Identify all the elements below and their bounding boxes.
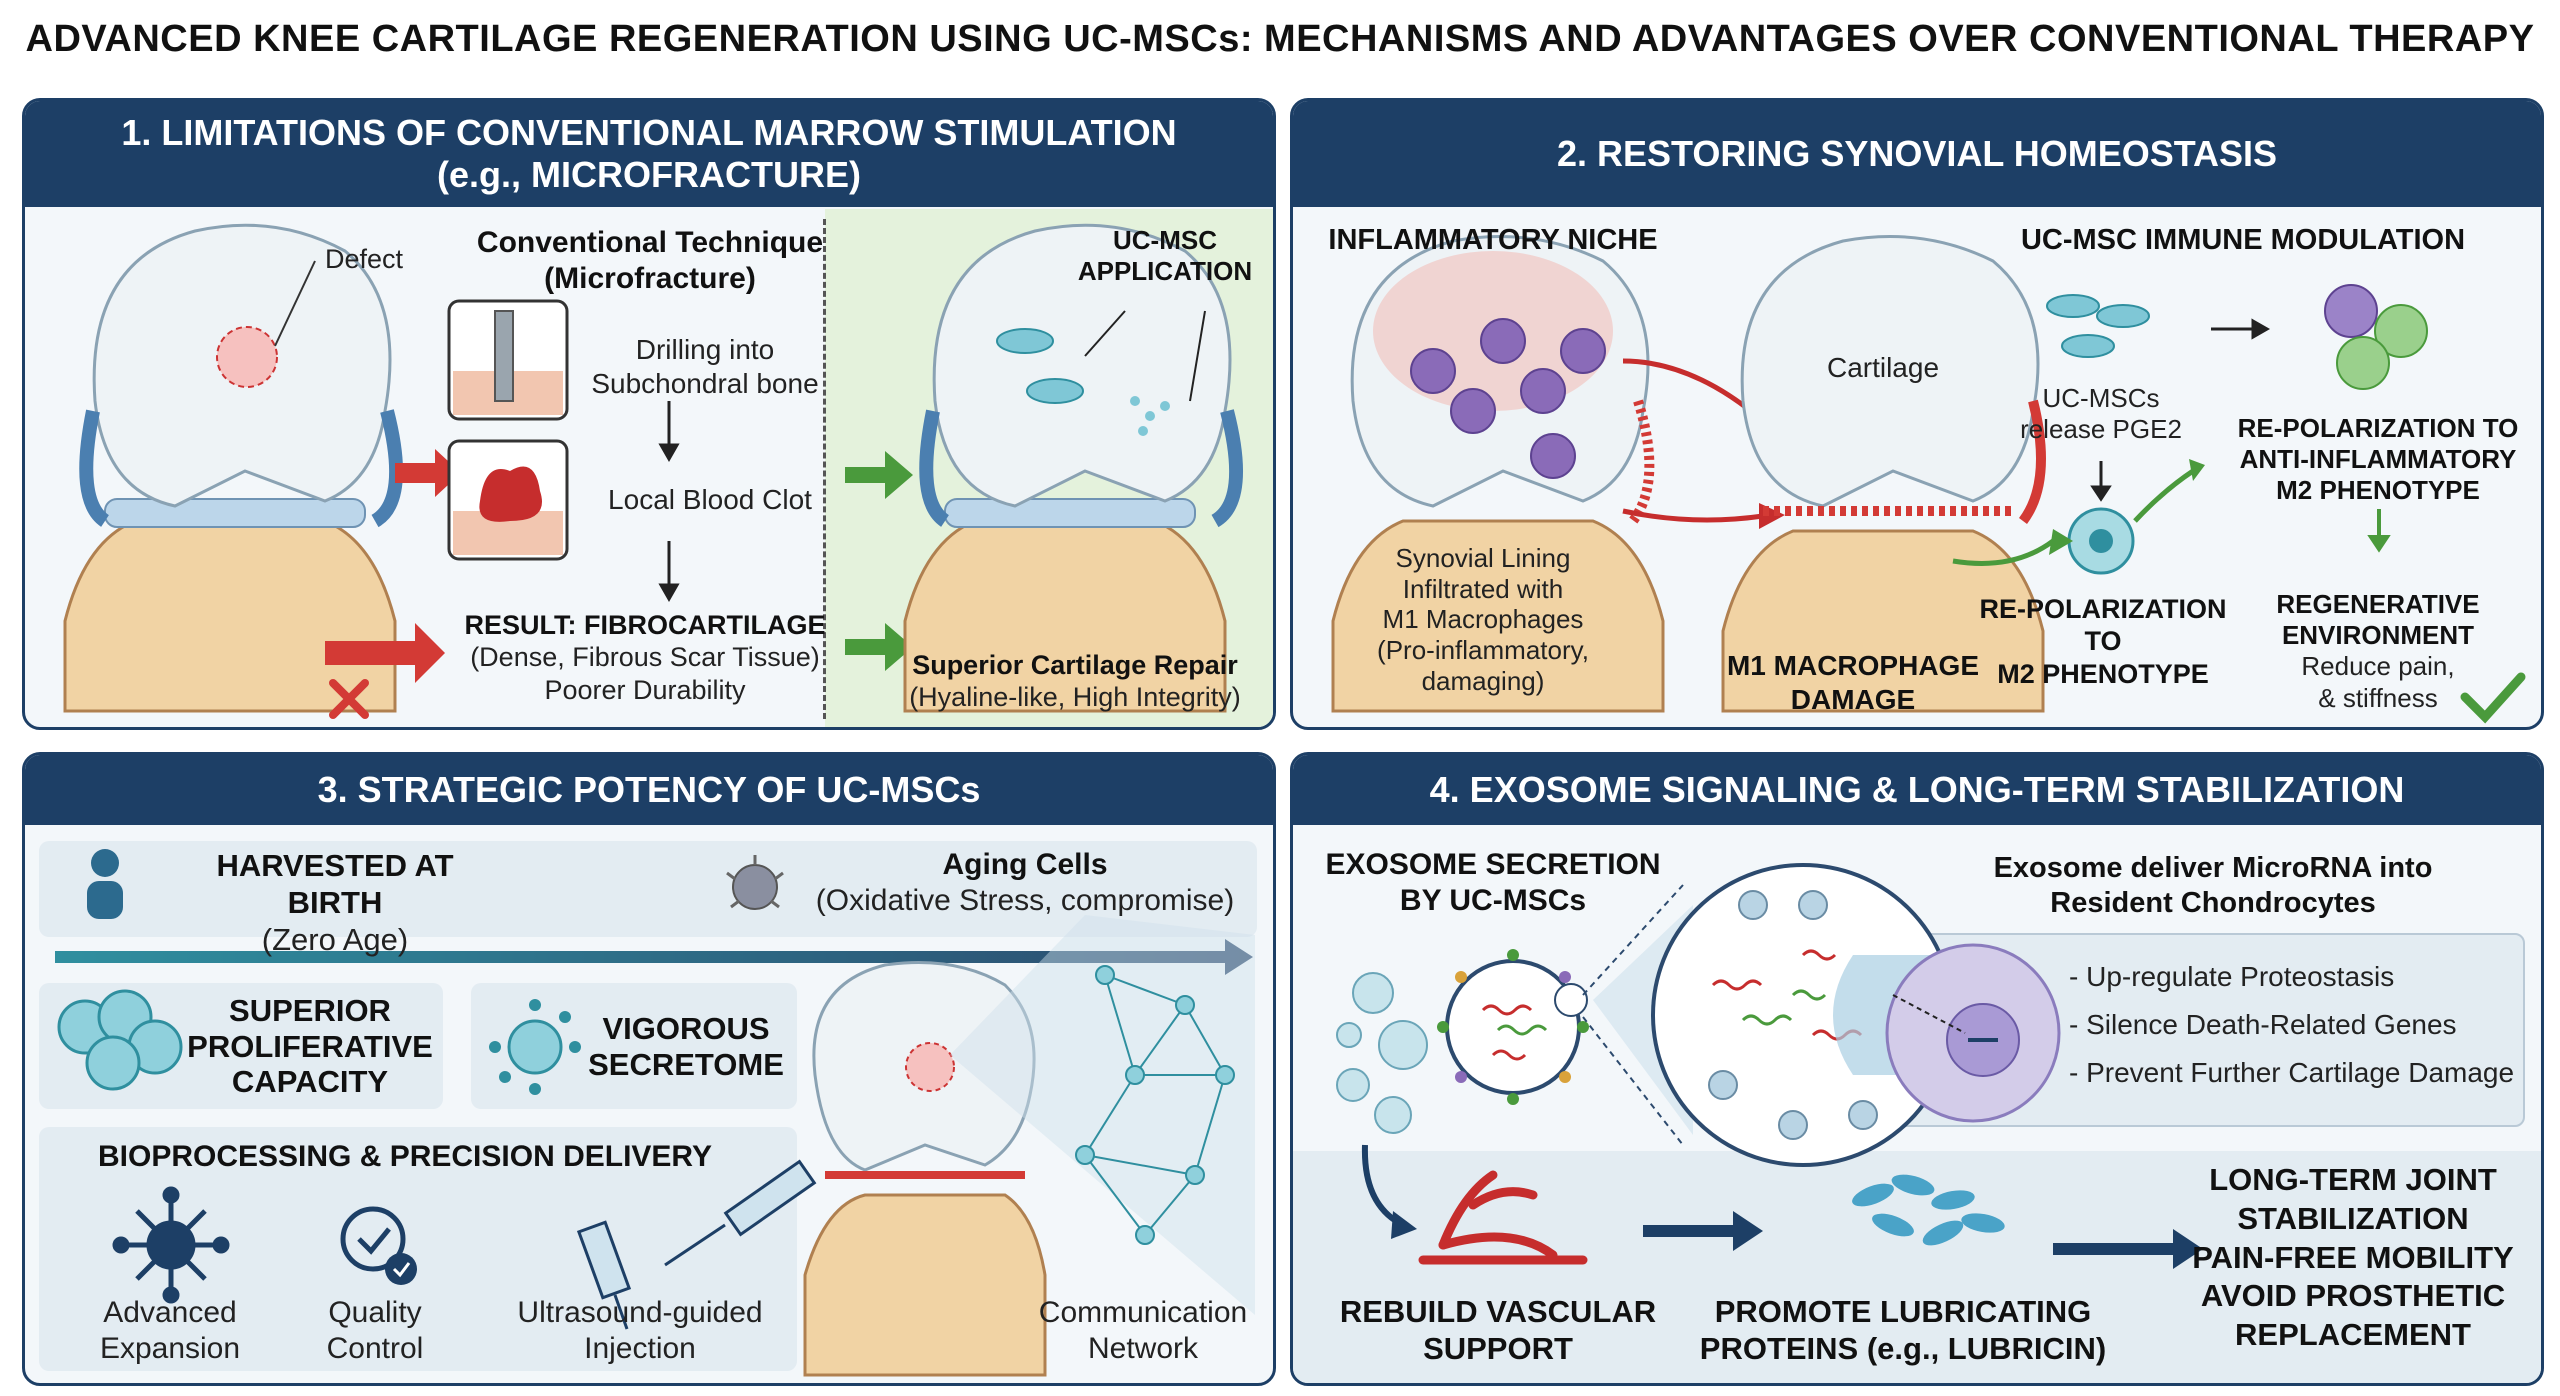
exosome-cells-icon (1336, 972, 1428, 1134)
bullet-prevent-damage: - Prevent Further Cartilage Damage (2069, 1057, 2515, 1088)
uc-msc-cells-icon (2046, 294, 2150, 358)
panel-1-illustrations (63, 223, 1244, 719)
proliferating-cells-icon (57, 989, 183, 1091)
panel-1-title: 1. LIMITATIONS OF CONVENTIONAL MARROW ST… (121, 112, 1177, 153)
cross-icon (329, 679, 369, 719)
communication-network-icon (1075, 965, 1235, 1245)
baby-icon (87, 849, 123, 919)
age-timeline-bg (39, 841, 1257, 937)
technique-label: Conventional Technique(Microfracture) (476, 226, 824, 295)
knee-defect-illustration (63, 223, 404, 713)
blood-vessel-icon (1418, 1170, 1588, 1265)
chondrocyte-magnifier-icon (1651, 863, 1955, 1167)
panel-1-subtitle: (e.g., MICROFRACTURE) (437, 154, 861, 195)
result-fibrocartilage: RESULT: FIBROCARTILAGE (Dense, Fibrous S… (464, 610, 826, 705)
superior-repair-label: Superior Cartilage Repair (Hyaline-like,… (909, 650, 1241, 713)
age-timeline-arrow (55, 939, 1253, 975)
inflammatory-niche-label: INFLAMMATORY NICHE (1328, 224, 1658, 256)
lubricin-protein-icon (1852, 1174, 2005, 1246)
arrow-icon (1643, 1211, 2203, 1269)
main-title: ADVANCED KNEE CARTILAGE REGENERATION USI… (25, 18, 2535, 60)
knee-repaired-illustration (903, 223, 1244, 713)
bullet-death-genes: - Silence Death-Related Genes (2069, 1009, 2457, 1040)
panel-2-header: 2. RESTORING SYNOVIAL HOMEOSTASIS (1293, 101, 2541, 207)
panel-3-header: 3. STRATEGIC POTENCY OF UC-MSCs (25, 755, 1273, 825)
exosome-icon (1437, 949, 1589, 1105)
damaged-knee-illustration (1721, 235, 2046, 713)
panel-3-title: 3. STRATEGIC POTENCY OF UC-MSCs (317, 769, 981, 810)
cartilage-label: Cartilage (1826, 352, 1940, 383)
harvested-at-birth-label: HARVESTED AT BIRTH(Zero Age) (216, 848, 454, 958)
quality-control-icon (340, 1206, 417, 1285)
immune-modulation-label: UC-MSC IMMUNE MODULATION (2020, 224, 2466, 256)
panel-3-illustrations (55, 849, 1255, 1377)
panel-1-header: 1. LIMITATIONS OF CONVENTIONAL MARROW ST… (25, 101, 1273, 207)
knee-injection-illustration (803, 961, 1047, 1377)
green-arrow-icon (845, 451, 913, 671)
m2-macrophage-icon (2067, 507, 2135, 575)
panel-4-header: 4. EXOSOME SIGNALING & LONG-TERM STABILI… (1293, 755, 2541, 825)
defect-label: Defect (325, 244, 404, 274)
blood-clot-icon (447, 439, 569, 561)
inflamed-knee-illustration (1331, 235, 1665, 713)
check-icon (2460, 672, 2526, 724)
blood-clot-label: Local Blood Clot (608, 484, 812, 515)
panel-4-title: 4. EXOSOME SIGNALING & LONG-TERM STABILI… (1429, 769, 2405, 810)
aging-cell-icon (726, 855, 784, 910)
m2-cells-icon (2324, 284, 2428, 390)
drilling-icon (447, 299, 569, 421)
dashed-divider (823, 219, 826, 719)
aging-cells-label: Aging Cells(Oxidative Stress, compromise… (815, 848, 1235, 917)
bullet-proteostasis: - Up-regulate Proteostasis (2069, 961, 2395, 992)
panel-4-illustrations (1336, 863, 2203, 1269)
panel-potency: 3. STRATEGIC POTENCY OF UC-MSCs (22, 752, 1276, 1386)
expansion-icon (112, 1186, 230, 1304)
bioprocessing-label: BIOPROCESSING & PRECISION DELIVERY (98, 1140, 712, 1173)
panel-2-title: 2. RESTORING SYNOVIAL HOMEOSTASIS (1556, 133, 2278, 174)
syringe-icon (576, 1159, 817, 1330)
panel-synovial: 2. RESTORING SYNOVIAL HOMEOSTASIS (1290, 98, 2544, 730)
chondrocyte-cell-icon (1885, 943, 2061, 1123)
red-arrow-icon (325, 449, 461, 683)
panel-exosome: 4. EXOSOME SIGNALING & LONG-TERM STABILI… (1290, 752, 2544, 1386)
panel-limitations: 1. LIMITATIONS OF CONVENTIONAL MARROW ST… (22, 98, 1276, 730)
panel-2-illustrations (1331, 235, 2526, 724)
secretome-cell-icon (489, 999, 581, 1095)
